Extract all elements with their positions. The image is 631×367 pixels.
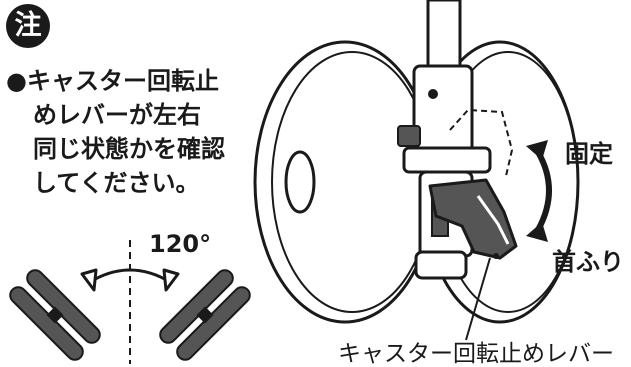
wheel-hub [284,150,316,214]
angle-label: 120° [149,230,212,258]
note-line-3: 同じ状態かを確認 [33,135,225,163]
note-badge: 注 [6,4,50,48]
note-line-4: してください。 [33,169,200,197]
rotation-arc [89,268,171,284]
note-line-1: ●キャスター回転止 [6,67,219,95]
stroller-shaft [426,0,462,72]
arc-arrowhead-right [162,268,180,292]
swivel-plate [402,146,492,174]
arrowhead-down [526,222,548,242]
note-line-2: めレバーが左右 [33,101,201,129]
lever-label: キャスター回転止めレバー [338,341,614,367]
arc-arrowhead-left [80,268,98,292]
lever-alt-position [449,108,514,177]
swivel-label: 首ふり [552,248,624,276]
caster-housing [412,64,474,154]
caster-illustration [253,0,580,341]
front-wheel [253,40,437,324]
arrowhead-up [526,140,548,160]
lever-leader-line [465,257,491,341]
fixed-label: 固定 [565,140,613,168]
swivel-wheels-illustration [9,240,251,364]
caster-lock-lever [428,178,518,260]
right-wheel-pair [159,269,251,361]
